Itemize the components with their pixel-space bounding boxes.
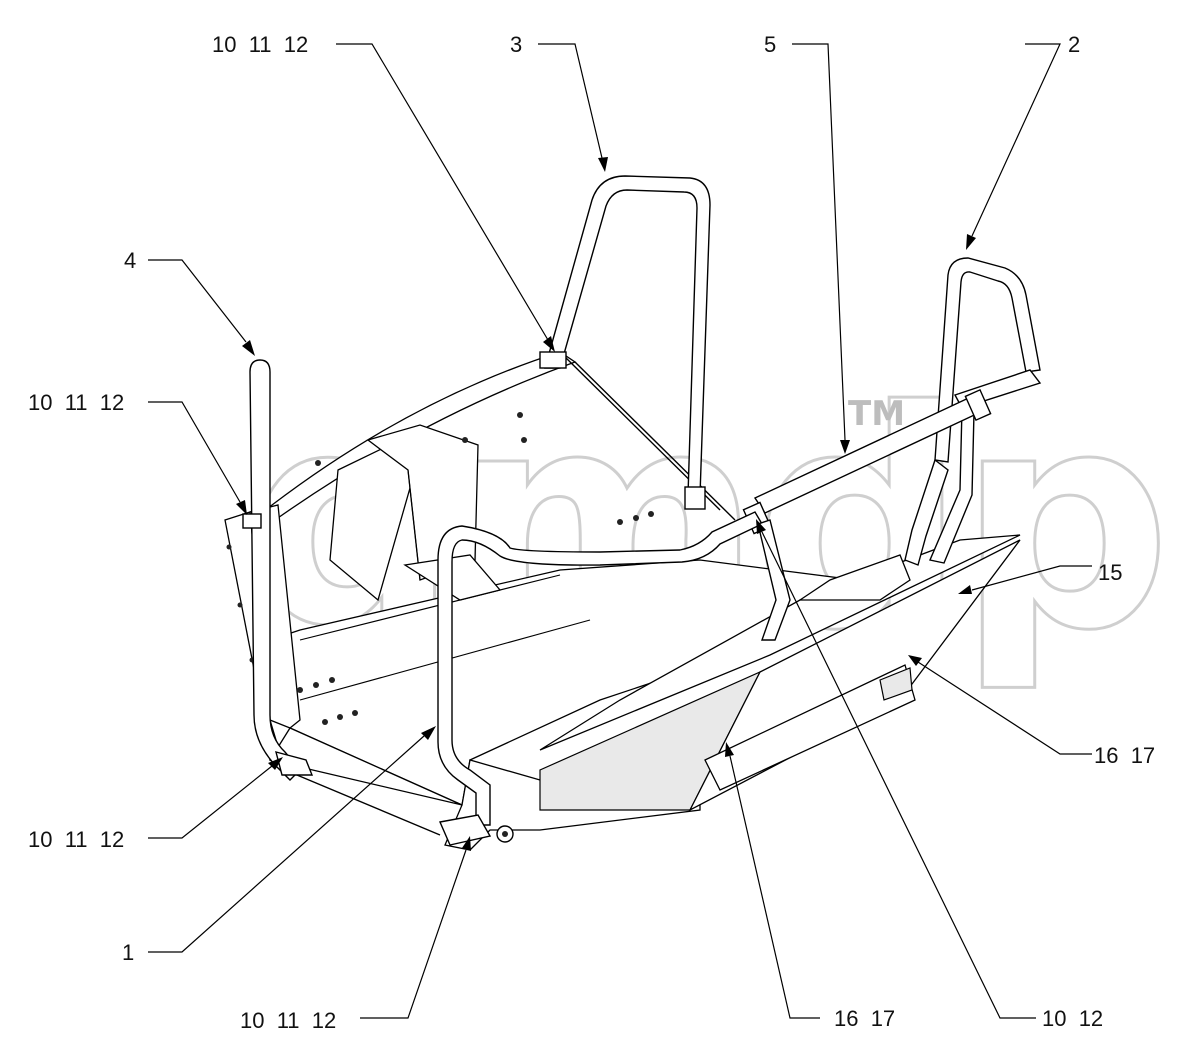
callout-10-11-12-top: 10 11 12: [212, 32, 308, 57]
callout-labels: 10 11 12 3 5 2 4 10 11 12 15 16 17 10 11…: [28, 32, 1155, 1033]
callout-1: 1: [122, 940, 134, 965]
handrail-3: [539, 175, 711, 510]
callout-4: 4: [124, 248, 136, 273]
callout-10-11-12-lower-left: 10 11 12: [28, 827, 124, 852]
frame-assembly: [224, 351, 1021, 851]
handrail-1-front-foot: [439, 814, 492, 846]
rear-rim-inner-edge: [574, 361, 736, 521]
mount-holes: [226, 412, 654, 725]
callout-16-17-bottom: 16 17: [834, 1006, 895, 1031]
callout-16-17-right: 16 17: [1094, 743, 1155, 768]
callout-10-11-12-left: 10 11 12: [28, 390, 124, 415]
callout-15: 15: [1098, 560, 1122, 585]
step-upper-block: [797, 554, 911, 601]
handrail-4-foot: [275, 751, 314, 776]
step-tread: [539, 534, 1021, 751]
callout-10-12-bottom: 10 12: [1042, 1006, 1103, 1031]
floor-rib: [299, 574, 561, 641]
handrail-2-leg: [904, 458, 949, 566]
handrail-3-foot: [539, 351, 567, 369]
watermark-trademark: TM: [848, 394, 905, 434]
front-lower-rim: [284, 769, 441, 836]
handrail-3-foot-2: [684, 486, 706, 510]
callout-5: 5: [764, 32, 776, 57]
handrail-4-mount: [242, 513, 262, 529]
grab-bar-5-clamp-right: [964, 388, 992, 422]
callout-10-11-12-bottom: 10 11 12: [240, 1008, 336, 1033]
handrail-1-tube: [437, 511, 763, 826]
pivot-hole: [502, 831, 508, 837]
handrail-4: [242, 359, 314, 781]
step-tag: [879, 667, 913, 701]
handrail-4-tube: [249, 359, 301, 781]
center-bracket-fold: [407, 469, 421, 581]
callout-3: 3: [510, 32, 522, 57]
step-kick-plate: [704, 664, 916, 791]
leader-lines: [148, 43, 1092, 1019]
callout-2: 2: [1068, 32, 1080, 57]
handrail-1: [437, 511, 791, 846]
